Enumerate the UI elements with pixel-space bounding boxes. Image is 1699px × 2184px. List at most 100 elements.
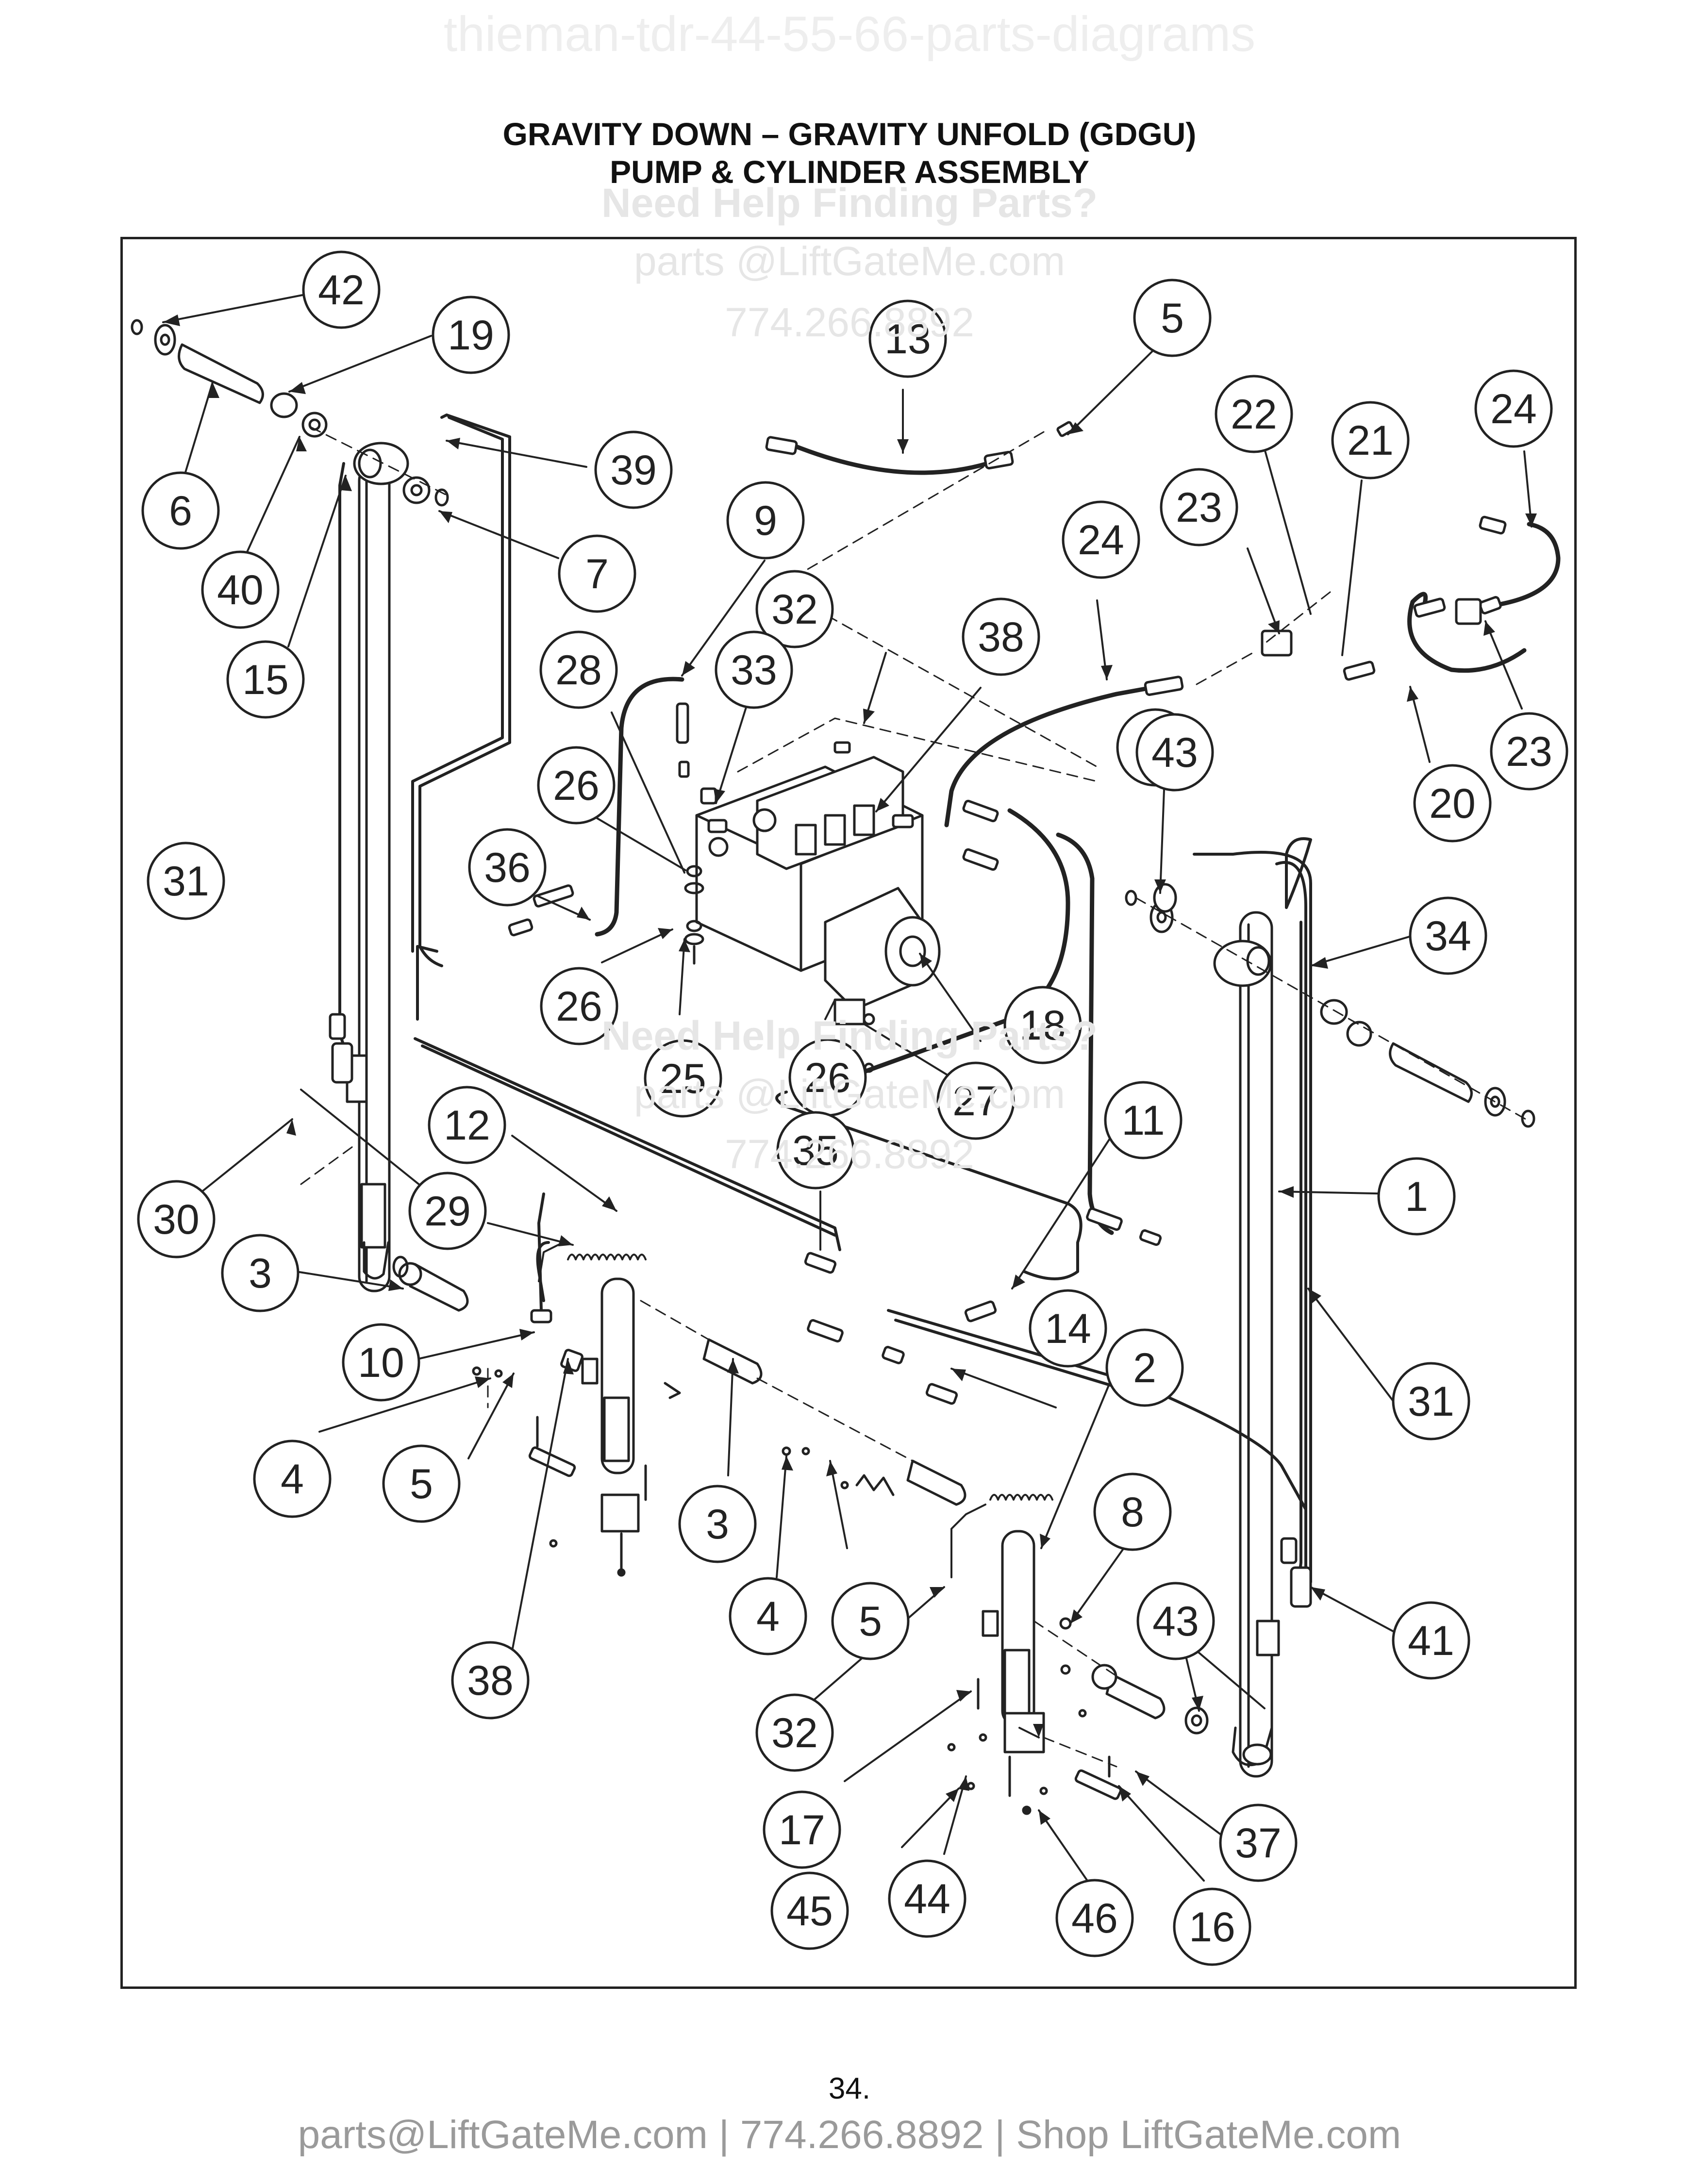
diagram-title-line2: PUMP & CYLINDER ASSEMBLY xyxy=(610,154,1089,190)
callout-number: 35 xyxy=(792,1127,839,1174)
callout-13: 13 xyxy=(868,299,947,378)
callout-number: 18 xyxy=(1019,1002,1066,1049)
callout-number: 7 xyxy=(585,551,609,597)
callout-circle xyxy=(868,299,947,378)
callout-2: 2 xyxy=(1105,1328,1184,1407)
callout-circle xyxy=(1331,401,1410,480)
callout-3: 3 xyxy=(678,1485,757,1563)
callout-number: 6 xyxy=(169,488,192,534)
callout-number: 27 xyxy=(952,1078,999,1125)
callout-circle xyxy=(936,1061,1015,1140)
page-number: 34. xyxy=(828,2072,871,2105)
callout-circle xyxy=(763,1790,841,1869)
callout-45: 45 xyxy=(770,1871,849,1950)
footer-contact: parts@LiftGateMe.com | 774.266.8892 | Sh… xyxy=(298,2113,1401,2157)
callout-number: 4 xyxy=(281,1456,304,1503)
callout-32: 32 xyxy=(755,1693,834,1772)
callout-44: 44 xyxy=(888,1859,966,1938)
callout-circle xyxy=(1093,1473,1172,1551)
power-unit xyxy=(684,756,941,1073)
callout-number: 34 xyxy=(1425,913,1471,960)
callout-26: 26 xyxy=(537,746,616,825)
watermark-phone-top: 774.266.8892 xyxy=(725,299,974,345)
callout-circle xyxy=(1105,1328,1184,1407)
callout-circle xyxy=(726,481,805,560)
small-hardware xyxy=(472,1366,1087,1795)
watermark-email-top: parts @LiftGateMe.com xyxy=(633,238,1066,284)
callout-circle xyxy=(226,640,305,719)
callout-circle xyxy=(558,534,636,613)
callout-circle xyxy=(831,1582,910,1660)
callout-number: 5 xyxy=(859,1598,882,1645)
callout-circle xyxy=(1409,896,1487,975)
callout-number: 16 xyxy=(1189,1904,1235,1951)
callout-number: 8 xyxy=(1121,1489,1144,1536)
callout-number: 44 xyxy=(904,1876,950,1922)
callout-number: 33 xyxy=(731,647,777,694)
callout-number: 36 xyxy=(484,844,531,891)
callout-circle xyxy=(1219,1803,1298,1882)
callout-28: 28 xyxy=(539,630,618,709)
callout-5: 5 xyxy=(831,1582,910,1660)
callout-20: 20 xyxy=(1413,764,1492,843)
callout-circle xyxy=(201,550,280,629)
left-upper-pin xyxy=(131,319,449,507)
callout-39: 39 xyxy=(594,430,673,509)
callout-circle xyxy=(594,430,673,509)
callout-37: 37 xyxy=(1219,1803,1298,1882)
callout-circle xyxy=(539,630,618,709)
watermark-help-mid: Need Help Finding Parts? xyxy=(601,1013,1098,1059)
callout-number: 32 xyxy=(771,586,818,633)
callout-number: 10 xyxy=(358,1340,404,1386)
callout-number: 15 xyxy=(242,657,289,703)
callout-21: 21 xyxy=(1331,401,1410,480)
callout-35: 35 xyxy=(776,1111,855,1190)
dashed-lines xyxy=(300,426,1530,1768)
callout-number: 39 xyxy=(610,447,657,494)
callout-circle xyxy=(715,630,793,709)
callout-8: 8 xyxy=(1093,1473,1172,1551)
callout-18: 18 xyxy=(1003,986,1082,1064)
callout-27: 27 xyxy=(936,1061,1015,1140)
callout-number: 3 xyxy=(706,1501,729,1548)
callout-circle xyxy=(302,250,381,329)
callout-number: 37 xyxy=(1235,1820,1282,1867)
callout-circle xyxy=(141,471,220,550)
callout-circle xyxy=(1136,1582,1215,1660)
callout-46: 46 xyxy=(1055,1879,1134,1957)
callout-42: 42 xyxy=(302,250,381,329)
callout-15: 15 xyxy=(226,640,305,719)
callout-number: 31 xyxy=(1408,1378,1454,1425)
callout-38: 38 xyxy=(451,1641,530,1720)
callout-30: 30 xyxy=(137,1180,216,1258)
callout-circle xyxy=(1474,369,1553,448)
callout-33: 33 xyxy=(715,630,793,709)
callout-16: 16 xyxy=(1173,1887,1251,1966)
callout-number: 43 xyxy=(1152,1598,1199,1645)
fittings xyxy=(329,421,1507,1608)
callout-23: 23 xyxy=(1160,468,1238,546)
callout-14: 14 xyxy=(1029,1289,1107,1368)
callout-circle xyxy=(729,1577,807,1655)
callout-circle xyxy=(432,296,510,374)
callout-number: 3 xyxy=(249,1250,272,1297)
callout-circle xyxy=(1173,1887,1251,1966)
callout-number: 26 xyxy=(804,1055,851,1101)
callout-circle xyxy=(428,1086,506,1164)
coils xyxy=(538,1241,1053,1578)
callout-number: 14 xyxy=(1045,1306,1091,1352)
callout-circle xyxy=(540,967,618,1045)
callout-circle xyxy=(1490,712,1568,791)
callout-34: 34 xyxy=(1409,896,1487,975)
callout-29: 29 xyxy=(408,1172,487,1250)
watermark-top-text: thieman-tdr-44-55-66-parts-diagrams xyxy=(443,6,1256,62)
callout-36: 36 xyxy=(468,828,547,907)
callout-11: 11 xyxy=(1104,1081,1183,1159)
callout-32: 32 xyxy=(755,570,834,648)
callout-circle xyxy=(468,828,547,907)
callout-circle xyxy=(962,597,1040,676)
callout-circle xyxy=(678,1485,757,1563)
callout-number: 23 xyxy=(1176,484,1222,531)
callout-number: 12 xyxy=(444,1102,490,1149)
callout-number: 32 xyxy=(771,1710,818,1756)
